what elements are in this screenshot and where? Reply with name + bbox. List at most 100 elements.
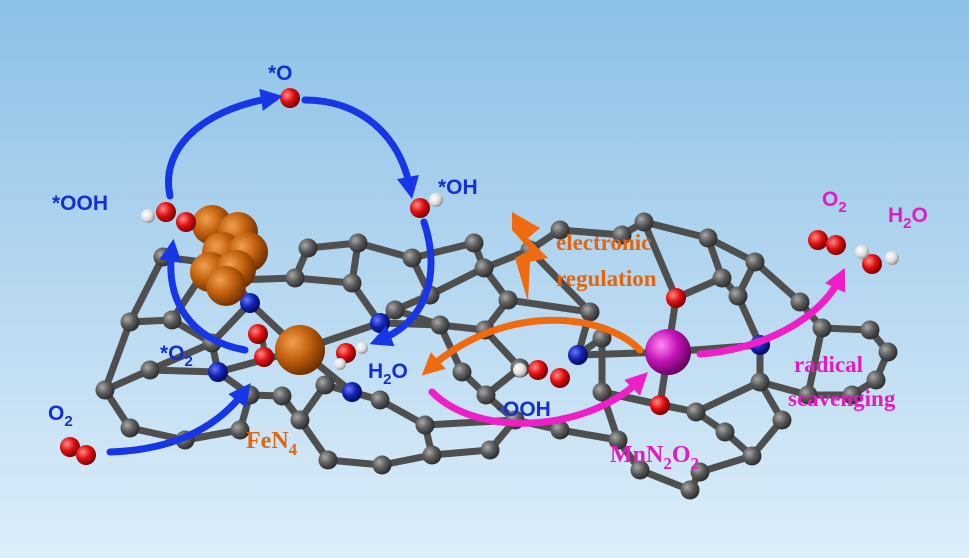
carbon-atom [630, 460, 650, 480]
iron-atom [275, 325, 325, 375]
bond [126, 253, 167, 326]
oxygen-atom [650, 395, 670, 415]
carbon-atom [476, 385, 496, 405]
oxygen-atom [410, 198, 430, 218]
carbon-atom [422, 445, 442, 465]
label-o2-left: O2 [48, 402, 73, 430]
hydrogen-atom [356, 342, 368, 354]
bond [692, 378, 764, 416]
reaction-arrow [106, 383, 251, 456]
label-mnn2o2: MnN2O2 [610, 442, 699, 473]
carbon-atom [370, 390, 390, 410]
reaction-arrows [106, 88, 846, 456]
carbon-atom [860, 320, 880, 340]
carbon-atom [120, 418, 140, 438]
carbon-atom [415, 415, 435, 435]
carbon-atom [866, 370, 886, 390]
bond [751, 258, 804, 306]
carbon-atom [120, 312, 140, 332]
carbon-atom [612, 225, 632, 245]
bond [428, 446, 494, 459]
carbon-atom [608, 430, 628, 450]
carbon-atom [498, 290, 518, 310]
nitrogen-atom [208, 362, 228, 382]
carbon-atom [690, 462, 710, 482]
carbon-atom [728, 286, 748, 306]
label-star-o2: *O2 [160, 342, 193, 370]
label-h2o-center: H2O [368, 360, 408, 388]
reaction-arrow [301, 96, 419, 200]
carbon-atom [550, 420, 570, 440]
carbon-atom [230, 420, 250, 440]
carbon-atom [698, 228, 718, 248]
label-ooh-radical: ·OOH [496, 398, 551, 421]
label-regulation: regulation [556, 266, 657, 291]
labels: *O *OH *OOH *O2 O2 H2O FeN4 electronic r… [48, 62, 928, 473]
carbon-atom [592, 328, 612, 348]
reaction-arrow [428, 372, 648, 427]
oxygen-atom [156, 202, 176, 222]
hydrogen-atom [429, 193, 443, 207]
oxygen-atom [666, 288, 686, 308]
bond [526, 246, 594, 316]
hydrogen-atom [141, 209, 155, 223]
carbon-atom [680, 480, 700, 500]
carbon-atom [842, 385, 862, 405]
nitrogen-atom [370, 313, 390, 333]
carbon-atom [550, 220, 570, 240]
fe-ooh-cluster [190, 205, 268, 306]
carbon-atom [290, 410, 310, 430]
hydrogen-atom [855, 245, 869, 259]
oxygen-atom [76, 445, 96, 465]
carbon-atom [634, 212, 654, 232]
lightning-bolt-icon [512, 212, 548, 302]
label-fen4: FeN4 [246, 428, 298, 459]
label-star-ooh: *OOH [52, 192, 108, 215]
carbon-atom [464, 233, 484, 253]
carbon-atom [342, 273, 362, 293]
carbon-atom [430, 315, 450, 335]
carbon-atom [452, 362, 472, 382]
carbon-atom [592, 382, 612, 402]
manganese-atom [645, 329, 691, 375]
hydrogen-atom [513, 363, 527, 377]
lattice-atoms [95, 212, 898, 500]
bond [504, 296, 594, 316]
oxygen-atom [528, 360, 548, 380]
oxygen-atom [826, 235, 846, 255]
oxygen-atom [280, 88, 300, 108]
carbon-atom [798, 385, 818, 405]
oxygen-atom [550, 368, 570, 388]
oxygen-atom [176, 212, 196, 232]
carbon-atom [878, 342, 898, 362]
bond [804, 324, 826, 399]
iron-atom [206, 266, 246, 306]
carbon-atom [315, 375, 335, 395]
nitrogen-atom [568, 345, 588, 365]
carbon-atom [348, 233, 368, 253]
reaction-arrow [159, 238, 249, 354]
oxygen-atom [60, 437, 80, 457]
oxygen-atom [862, 254, 882, 274]
carbon-atom [745, 252, 765, 272]
bond [408, 239, 478, 262]
label-radical: radical [794, 352, 863, 377]
carbon-atom [95, 380, 115, 400]
bond [426, 264, 488, 299]
carbon-atom [580, 302, 600, 322]
label-scavenging: scavenging [788, 386, 896, 411]
carbon-atom [742, 446, 762, 466]
carbon-atom [162, 310, 182, 330]
carbon-atom [750, 372, 770, 392]
reaction-arrow [369, 218, 435, 347]
label-electronic: electronic [556, 230, 651, 255]
bond [146, 366, 222, 376]
carbon-atom [140, 360, 160, 380]
reaction-arrow [421, 316, 644, 376]
carbon-atom [272, 386, 292, 406]
bond [291, 274, 356, 287]
carbon-atom [318, 450, 338, 470]
